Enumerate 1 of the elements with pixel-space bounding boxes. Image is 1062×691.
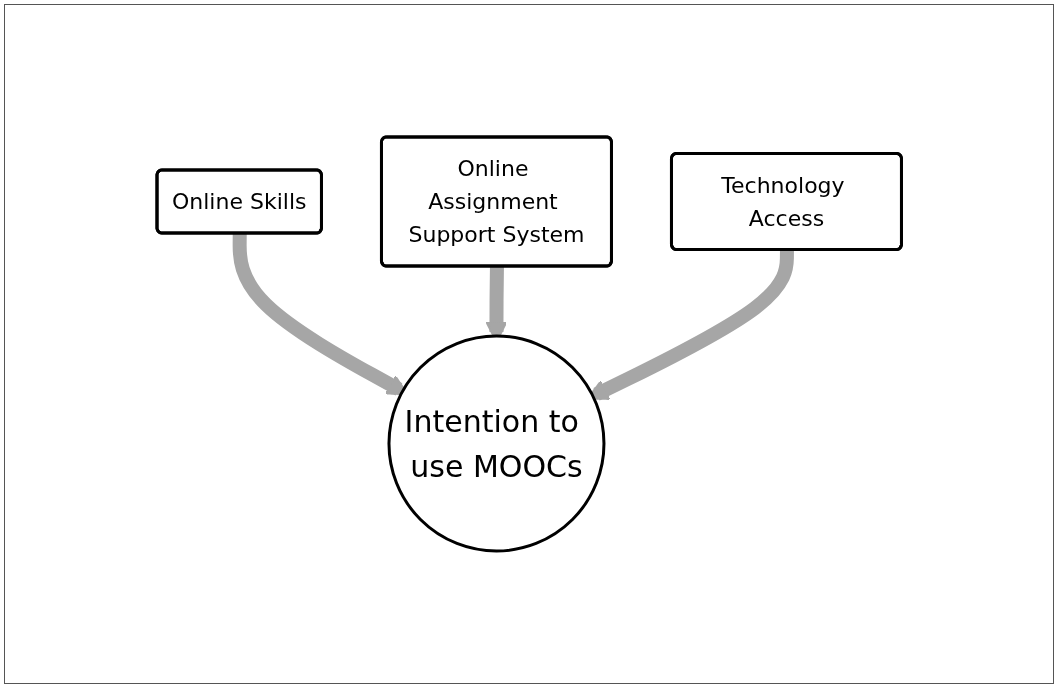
- node-circle: Intention to use MOOCs: [387, 334, 606, 553]
